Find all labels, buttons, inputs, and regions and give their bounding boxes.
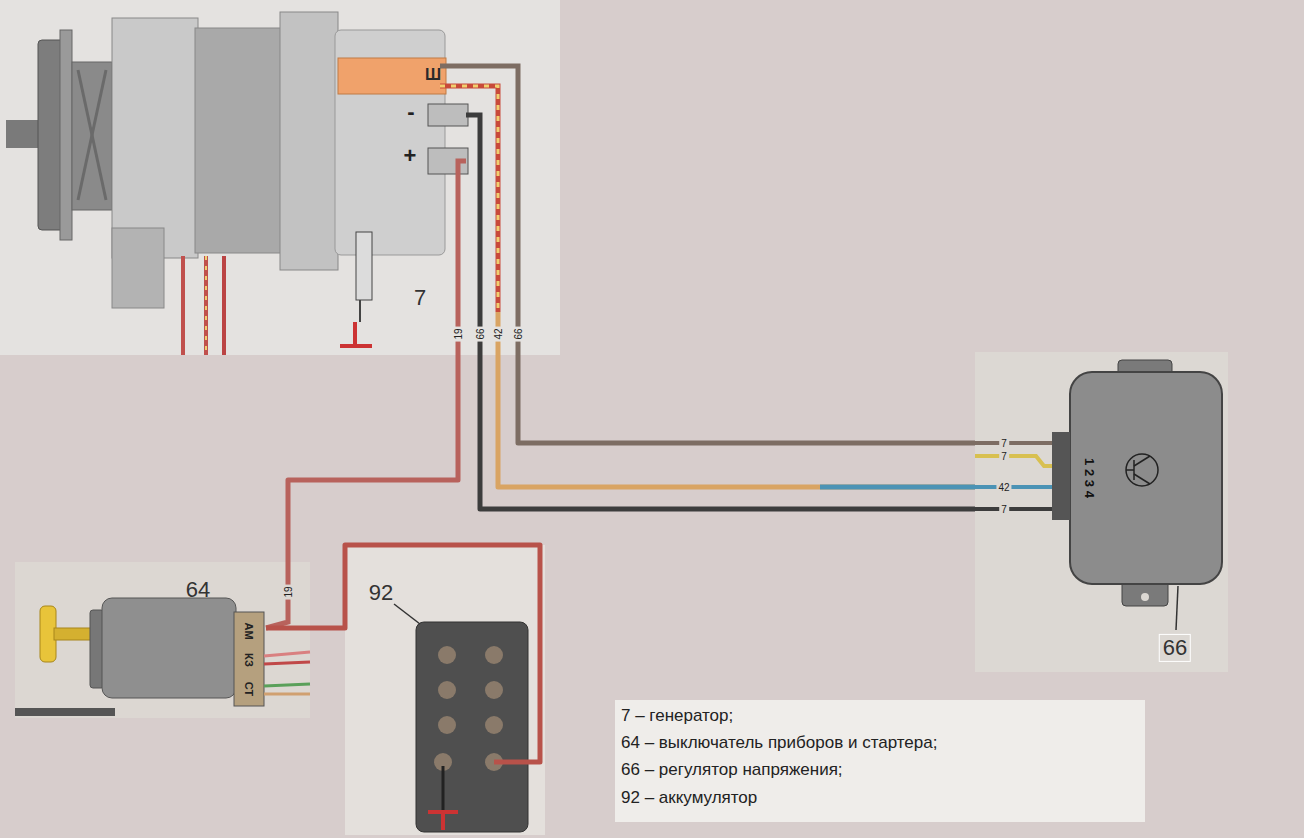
wire bbox=[518, 312, 975, 443]
key-entry: 7 – генератор; bbox=[621, 707, 733, 726]
wire bbox=[288, 312, 458, 562]
terminal-name: СТ bbox=[243, 682, 255, 696]
wire-tag: 7 bbox=[999, 504, 1009, 515]
terminal-name: КЗ bbox=[243, 653, 255, 667]
battery: 92 bbox=[358, 575, 532, 835]
callout-number: 92 bbox=[369, 581, 393, 605]
generator: Ш- +7 bbox=[0, 0, 560, 312]
wire bbox=[498, 312, 975, 487]
callout-number: 64 bbox=[186, 578, 210, 602]
key-entry: 64 – выключатель приборов и стартера; bbox=[621, 734, 937, 753]
wire-tag: 19 bbox=[283, 584, 294, 599]
switch-drawing bbox=[15, 562, 310, 716]
terminal-name: АМ bbox=[243, 622, 255, 639]
panel bbox=[975, 352, 1228, 672]
panel bbox=[345, 545, 545, 835]
ignition-switch: 64АМ КЗ СТ bbox=[15, 562, 310, 718]
wire-number: 66 bbox=[475, 326, 486, 341]
voltage-regulator: 1 2 3 4 66 bbox=[975, 352, 1228, 672]
regulator-drawing bbox=[975, 360, 1222, 630]
key-entry: 66 – регулятор напряжения; bbox=[621, 761, 843, 780]
terminal-name: Ш bbox=[425, 66, 441, 84]
callout-number: 66 bbox=[1159, 634, 1191, 662]
battery-drawing bbox=[394, 604, 532, 832]
wire-tag: 7 bbox=[999, 438, 1009, 449]
panel bbox=[15, 562, 310, 718]
wire-number: 42 bbox=[493, 326, 504, 341]
panel bbox=[615, 700, 1145, 822]
callout-number: 7 bbox=[414, 286, 426, 310]
terminal-name: + bbox=[404, 144, 417, 168]
pin-numbers: 1 2 3 4 bbox=[1082, 458, 1096, 498]
wire-number: 19 bbox=[453, 326, 464, 341]
wire-number: 66 bbox=[513, 326, 524, 341]
wire-tag: 7 bbox=[999, 451, 1009, 462]
key-entry: 92 – аккумулятор bbox=[621, 789, 757, 808]
wire bbox=[310, 545, 540, 762]
terminal-name: - bbox=[407, 100, 414, 124]
wire bbox=[480, 312, 975, 509]
wire-tag: 42 bbox=[996, 482, 1011, 493]
generator-drawing bbox=[0, 12, 560, 355]
panel bbox=[0, 0, 560, 355]
